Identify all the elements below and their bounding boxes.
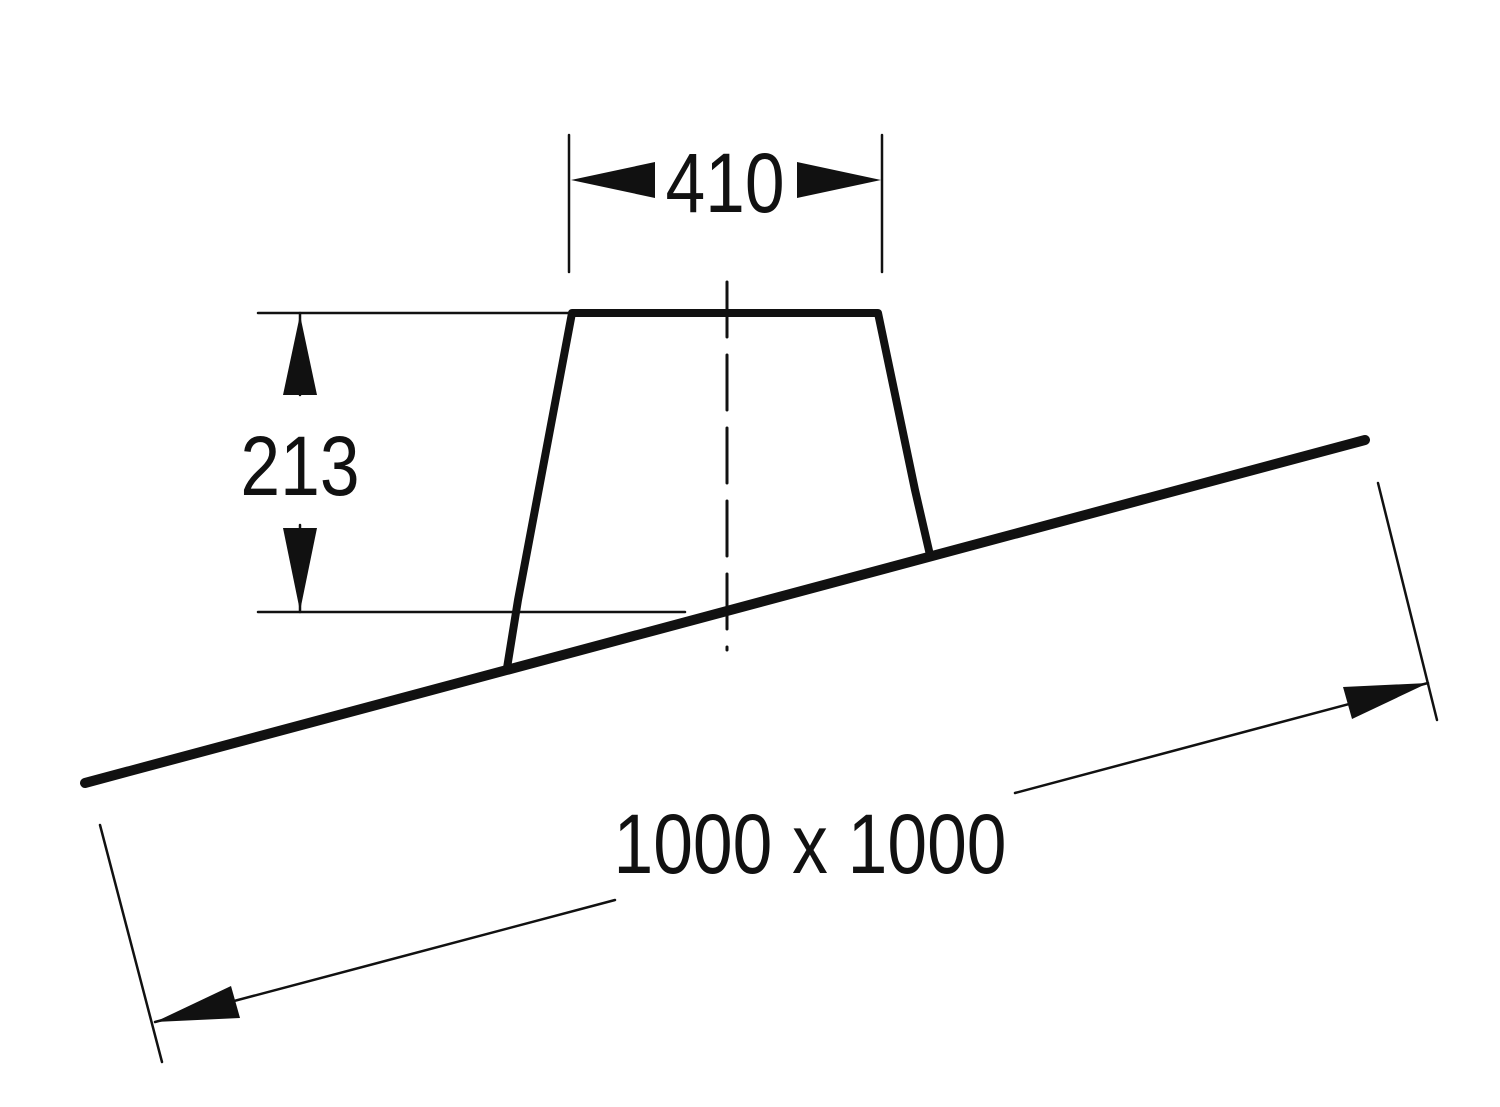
arrowhead-up-icon xyxy=(283,315,317,395)
arrowhead-left-icon xyxy=(571,162,655,198)
width-dimension-label: 410 xyxy=(665,135,784,230)
arrowhead-right-icon xyxy=(797,162,881,198)
arrowhead-base-left-icon xyxy=(155,986,240,1022)
arrowhead-down-icon xyxy=(283,528,317,611)
extension-line-base-left xyxy=(98,823,164,1064)
extension-line-base-right xyxy=(1376,481,1439,722)
arrowhead-base-right-icon xyxy=(1343,683,1428,719)
height-dimension-label: 213 xyxy=(240,418,359,513)
base-dimension-label: 1000 x 1000 xyxy=(614,796,1007,891)
roof-slope-line xyxy=(80,435,1370,788)
